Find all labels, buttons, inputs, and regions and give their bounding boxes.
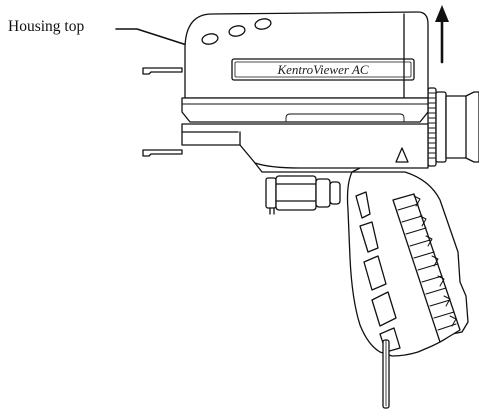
housing-bottom — [181, 123, 429, 173]
lower-mount-clip — [142, 149, 183, 157]
hex-key — [382, 339, 390, 409]
indicator-triangle-icon — [395, 147, 409, 163]
lens-barrel — [427, 87, 479, 167]
up-arrow-icon — [435, 5, 449, 64]
housing-top-label: Housing top — [8, 18, 85, 35]
vent-hole-icon — [228, 25, 246, 37]
vent-hole-icon — [254, 18, 272, 30]
vent-hole-icon — [201, 33, 219, 45]
callout-leader-line — [115, 28, 194, 48]
upper-mount-clip — [142, 67, 183, 75]
brand-text: KentroViewer AC — [276, 62, 368, 77]
pistol-grip — [346, 171, 469, 357]
housing-top: KentroViewer AC — [184, 11, 429, 99]
housing-middle — [181, 97, 429, 123]
side-connector — [265, 175, 341, 215]
